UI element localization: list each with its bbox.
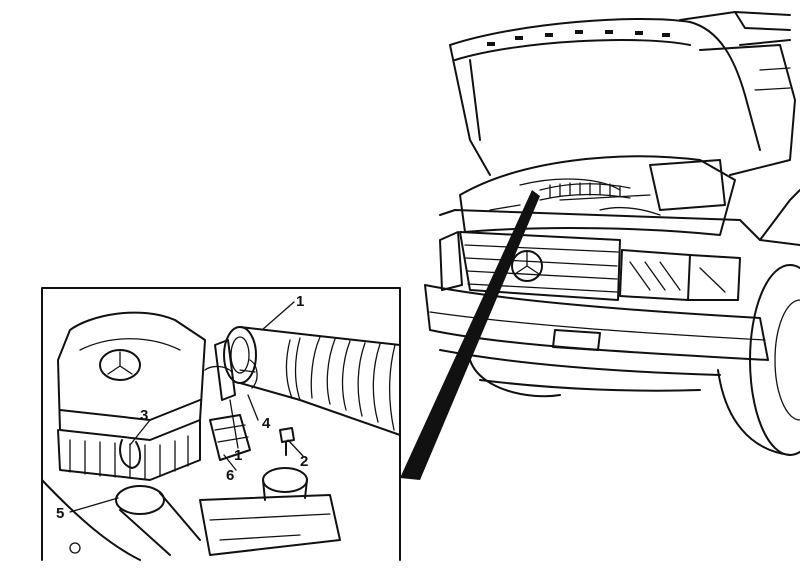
windscreen <box>699 44 796 176</box>
lower-intake-pipe <box>115 485 201 556</box>
radiator-grille <box>459 231 621 301</box>
open-bonnet <box>449 17 761 176</box>
detail-inset: 1 1 2 3 4 5 6 <box>41 287 401 561</box>
callout-4: 4 <box>262 415 271 432</box>
engine-bay <box>459 155 736 236</box>
air-filter-housing <box>57 311 206 481</box>
front-wheel <box>717 369 791 456</box>
callout-1-top: 1 <box>296 293 304 310</box>
callout-labels: 1 1 2 3 4 5 6 <box>56 293 308 522</box>
front-bodywork <box>439 209 800 246</box>
mercedes-star-emblem-grille <box>511 250 543 282</box>
detail-leader-wedge <box>400 190 540 480</box>
front-bumper <box>424 284 769 361</box>
bonnet-vent-holes <box>487 30 670 46</box>
mounting-bolt <box>279 427 295 456</box>
callout-2: 2 <box>300 453 308 470</box>
callout-5: 5 <box>56 505 64 522</box>
callout-1-lower: 1 <box>234 447 242 464</box>
leader-lines <box>69 301 304 513</box>
bonnet-stay <box>469 59 481 141</box>
indicator-lamp <box>687 254 741 301</box>
van-illustration <box>424 11 800 456</box>
air-mass-sensor <box>204 339 258 401</box>
callout-6: 6 <box>226 467 234 484</box>
intake-duct <box>223 326 401 436</box>
engine-cover <box>199 494 341 556</box>
callout-3: 3 <box>140 407 148 424</box>
housing-clip <box>119 439 142 469</box>
inset-frame <box>41 287 401 561</box>
intake-hose-small <box>539 182 631 201</box>
mercedes-star-emblem-airbox <box>99 349 141 381</box>
filler-cap <box>262 467 308 493</box>
